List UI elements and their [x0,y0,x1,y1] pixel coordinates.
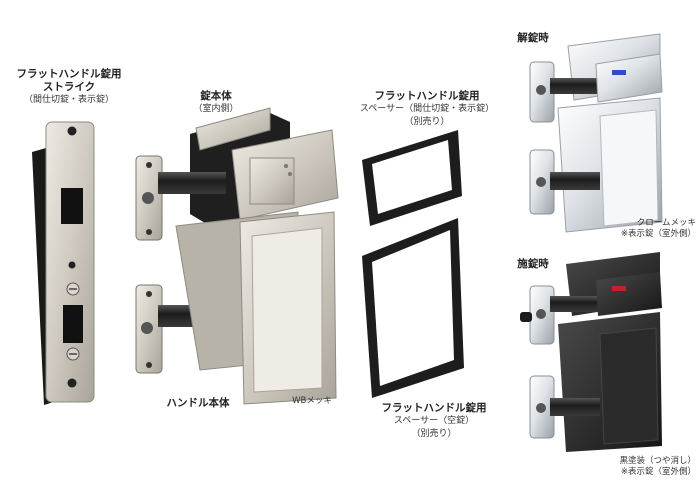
chrome-finish-line1: クロームメッキ [636,218,696,228]
spacer-empty-line3: （別売り） [411,429,457,439]
label-unlocked: 解錠時 [508,32,558,45]
lock-body-title: 錠本体 [200,90,232,102]
strike-plate [32,121,95,405]
strike-title-line3: （間仕切錠・表示錠） [23,95,114,105]
chrome-finish-line2: ※表示錠（室外側） [620,229,696,239]
black-locked-assembly [520,252,662,452]
unlocked-title: 解錠時 [517,32,549,44]
label-lock-body: 錠本体 （室内側） [186,90,246,116]
label-chrome-finish: クロームメッキ ※表示錠（室外側） [600,218,696,240]
chrome-unlocked-assembly [529,33,663,233]
lock-body-sub: （室内側） [193,104,239,114]
label-wb-finish: WBメッキ [282,396,342,407]
strike-title-line2: ストライク [42,81,96,93]
spacer-partition-line3: （別売り） [404,117,450,127]
label-spacer-partition: フラットハンドル錠用 スペーサー（間仕切錠・表示錠） （別売り） [352,90,502,129]
spacer-empty-line2: スペーサー（空錠） [393,416,475,426]
handle-body-assembly [135,211,337,405]
spacer-partition [362,130,462,226]
spacer-empty [362,218,464,398]
locked-title: 施錠時 [517,258,549,270]
label-strike: フラットハンドル錠用 ストライク （間仕切錠・表示錠） [14,68,124,107]
handle-body-title: ハンドル本体 [166,397,230,409]
spacer-empty-line1: フラットハンドル錠用 [381,402,487,414]
black-finish-line2: ※表示錠（室外側） [620,467,696,477]
wb-finish-text: WBメッキ [292,396,332,406]
black-finish-line1: 黒塗装（つや消し） [619,456,696,466]
label-locked: 施錠時 [508,258,558,271]
label-black-finish: 黒塗装（つや消し） ※表示錠（室外側） [598,456,696,478]
label-spacer-empty: フラットハンドル錠用 スペーサー（空錠） （別売り） [374,402,494,441]
lock-body-assembly [135,107,339,241]
label-handle-body: ハンドル本体 [158,397,238,410]
spacer-partition-line2: スペーサー（間仕切錠・表示錠） [359,104,495,114]
strike-title-line1: フラットハンドル錠用 [16,68,122,80]
spacer-partition-line1: フラットハンドル錠用 [374,90,480,102]
